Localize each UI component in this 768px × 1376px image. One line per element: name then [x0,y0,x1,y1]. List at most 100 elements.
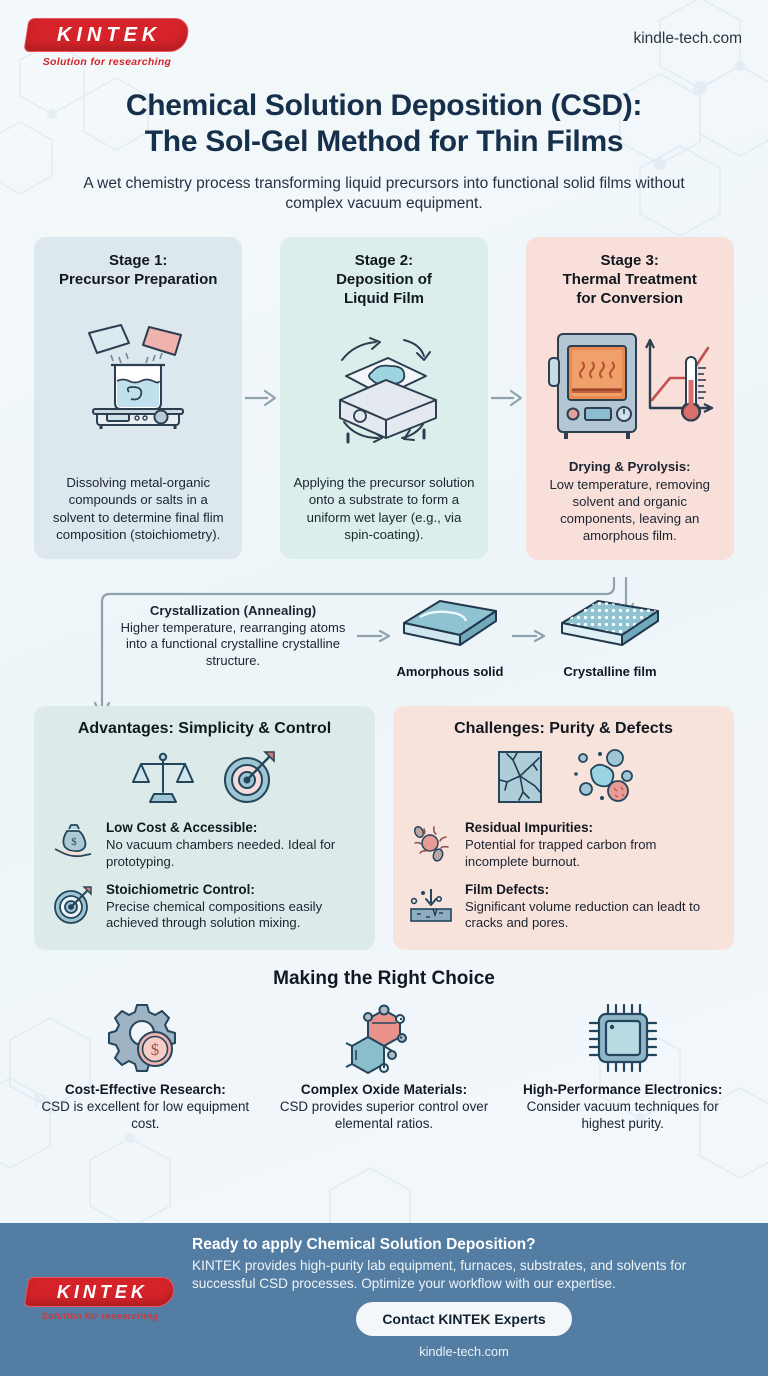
challenge-item: Film Defects: Significant volume reducti… [409,882,718,932]
logo-wordmark: KINTEK [57,23,162,46]
choice-column: Complex Oxide Materials: CSD provides su… [265,998,504,1132]
crystalline-film-icon [561,600,659,647]
choice-body: CSD provides superior control over eleme… [279,1098,489,1132]
stage-3-title: Stage 3: Thermal Treatment for Conversio… [562,251,697,308]
footer-heading: Ready to apply Chemical Solution Deposit… [192,1235,536,1253]
advantages-header-icons [50,746,359,808]
cryst-connector-1 [352,628,396,644]
choice-heading: Complex Oxide Materials: [300,1081,468,1097]
challenge-text: Film Defects: Significant volume reducti… [465,882,718,932]
stage-1-title: Stage 1: Precursor Preparation [59,251,218,289]
advantage-text: Stoichiometric Control: Precise chemical… [106,882,359,932]
cracked-film-icon [497,751,542,804]
choice-title: Making the Right Choice [273,967,495,989]
arrow-right-icon [357,630,391,643]
page-title-line-2: The Sol-Gel Method for Thin Films [144,125,624,158]
advantage-text: Low Cost & Accessible: No vacuum chamber… [106,820,359,870]
stage-3-desc-body: Low temperature, removing solvent and or… [549,476,710,544]
crystalline-film-item: Crystalline film [554,593,666,679]
logo-badge: KINTEK [23,18,191,52]
page-header: KINTEK Solution for researching kindle-t… [0,0,768,86]
footer-logo-wordmark: KINTEK [57,1281,148,1302]
svg-text:$: $ [71,836,77,848]
title-block: Chemical Solution Deposition (CSD): The … [0,86,768,215]
challenges-header-icons [409,746,718,808]
stage-card-3: Stage 3: Thermal Treatment for Conversio… [525,236,734,561]
money-bag-hand-icon: $ [50,820,96,861]
beaker-stirrer-icon [63,299,213,431]
advantage-body: Precise chemical compositions easily ach… [106,899,323,931]
challenge-body: Significant volume reduction can leadt t… [465,899,701,931]
advantage-body: No vacuum chambers needed. Ideal for pro… [106,837,336,869]
page-subtitle: A wet chemistry process transforming liq… [83,175,685,213]
footer-body: KINTEK provides high-purity lab equipmen… [192,1257,687,1291]
footer-kintek-logo: KINTEK Solution for researching [23,1277,186,1322]
particles-icon [573,749,633,803]
challenge-heading: Film Defects: [465,882,550,898]
advantage-heading: Stoichiometric Control: [106,882,255,898]
gear-coin-icon: $ [36,998,255,1078]
stage-connector-1 [242,237,279,559]
target-arrow-icon [223,751,275,804]
amorphous-solid-item: Amorphous solid [396,593,504,679]
crystallization-heading: Crystallization (Annealing) [149,602,317,618]
choice-section: Making the Right Choice $ Cost-Effectiv [0,968,768,1132]
advantages-title: Advantages: Simplicity & Control [77,720,332,738]
site-url: kindle-tech.com [633,30,742,47]
target-arrow-icon [50,882,96,925]
choice-body: Consider vacuum techniques for highest p… [526,1098,719,1132]
kintek-logo: KINTEK Solution for researching [23,18,194,68]
stage-3-description: Drying & Pyrolysis: Low temperature, rem… [538,458,722,544]
molecule-icon [275,998,494,1078]
choice-body: CSD is excellent for low equipment cost. [41,1098,250,1132]
choice-grid: $ Cost-Effective Research: CSD is excell… [26,998,742,1132]
stage-1-description: Dissolving metal-organic compounds or sa… [52,475,224,542]
challenges-panel: Challenges: Purity & Defects [393,706,734,950]
challenge-body: Potential for trapped carbon from incomp… [465,837,657,869]
choice-column: $ Cost-Effective Research: CSD is excell… [26,998,265,1132]
choice-heading: High-Performance Electronics: [522,1081,723,1097]
cryst-connector-2 [504,628,554,644]
stage-connector-2 [488,237,525,559]
stages-row: Stage 1: Precursor Preparation [0,236,768,561]
crystallization-text: Crystallization (Annealing) Higher tempe… [114,603,352,670]
stage-card-2: Stage 2: Deposition of Liquid Film [279,236,489,559]
page-title: Chemical Solution Deposition (CSD): The … [30,88,738,160]
logo-tagline: Solution for researching [42,56,172,68]
stage-2-description: Applying the precursor solution onto a s… [293,475,475,542]
footer-logo-tagline: Solution for researching [41,1311,159,1322]
choice-heading: Cost-Effective Research: [64,1081,226,1097]
page-title-line-1: Chemical Solution Deposition (CSD): [125,89,643,122]
stage-3-desc-heading: Drying & Pyrolysis: [568,459,691,475]
crystallization-row: Crystallization (Annealing) Higher tempe… [0,576,768,696]
footer-cta: KINTEK Solution for researching Ready to… [0,1223,768,1376]
spin-coater-icon [304,318,464,450]
footer-url: kindle-tech.com [419,1344,509,1360]
footer-content: Ready to apply Chemical Solution Deposit… [186,1236,742,1364]
stage-2-title: Stage 2: Deposition of Liquid Film [336,251,432,308]
arrow-right-icon [490,389,522,407]
advantage-item: Stoichiometric Control: Precise chemical… [50,882,359,932]
footer-logo-badge: KINTEK [23,1277,177,1307]
advantage-item: $ Low Cost & Accessible: No vacuum chamb… [50,820,359,870]
microchip-icon [513,998,732,1078]
challenges-title: Challenges: Purity & Defects [454,720,673,738]
challenge-text: Residual Impurities: Potential for trapp… [465,820,718,870]
advantage-heading: Low Cost & Accessible: [106,820,258,836]
crystalline-film-label: Crystalline film [563,664,657,680]
film-defect-icon [409,882,455,925]
amorphous-solid-label: Amorphous solid [396,664,504,680]
crystallization-body: Higher temperature, rearranging atoms in… [120,619,346,668]
furnace-thermometer-icon [540,318,720,450]
balance-scale-icon [131,753,194,804]
challenge-item: Residual Impurities: Potential for trapp… [409,820,718,870]
impurity-particle-icon [409,820,455,863]
stage-card-1: Stage 1: Precursor Preparation [34,236,243,559]
choice-column: High-Performance Electronics: Consider v… [503,998,742,1132]
amorphous-solid-icon [403,600,497,647]
arrow-right-icon [512,630,546,643]
contact-experts-button[interactable]: Contact KINTEK Experts [356,1302,572,1337]
panels-row: Advantages: Simplicity & Control [0,706,768,950]
arrow-right-icon [245,389,277,407]
